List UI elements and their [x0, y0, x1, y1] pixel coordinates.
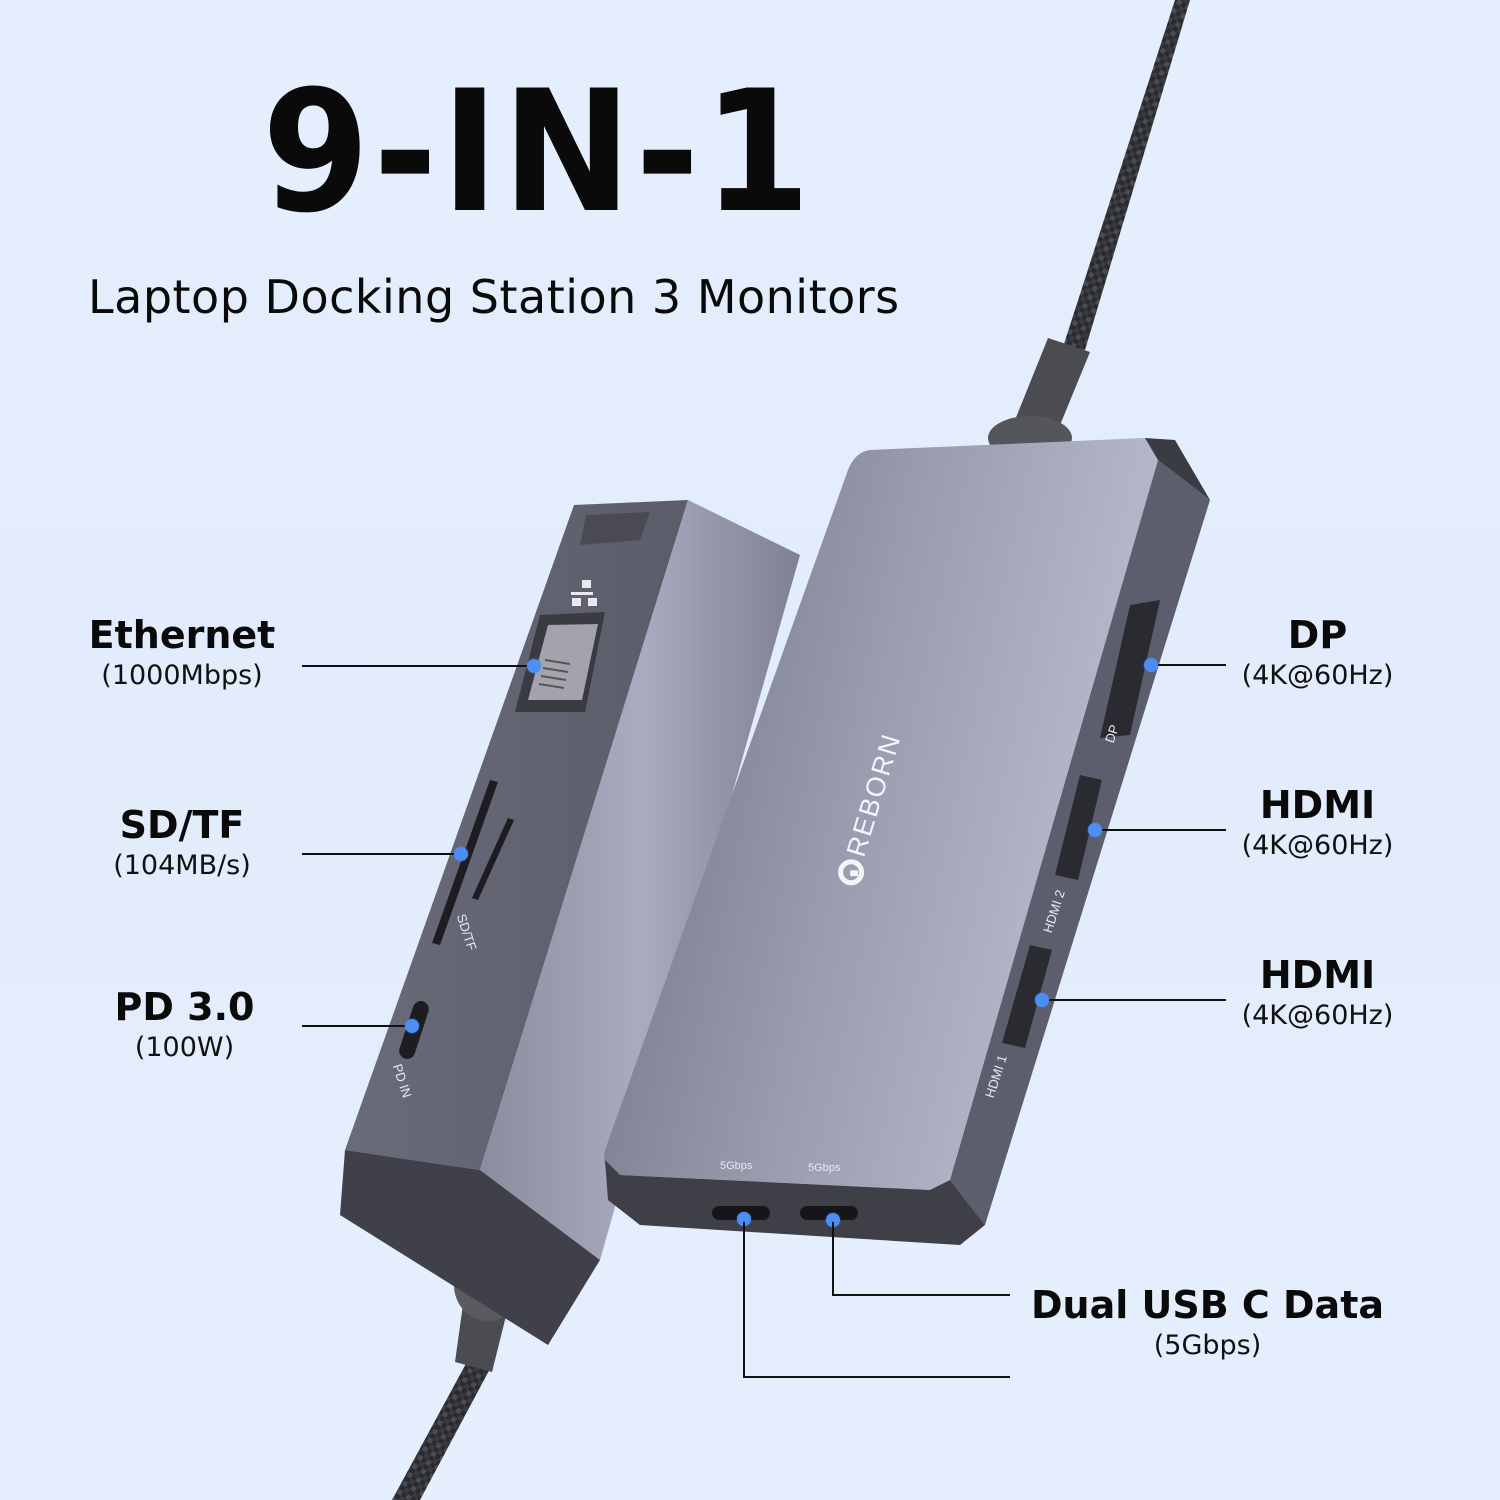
front-unit [604, 438, 1210, 1245]
callout-ethernet-name: Ethernet [88, 613, 276, 657]
leader-line-usbc-b-horizontal [832, 1294, 1010, 1296]
callout-dual-usbc-name: Dual USB C Data [1030, 1283, 1385, 1327]
callout-ethernet: Ethernet (1000Mbps) [62, 612, 302, 694]
callout-dp-spec: (4K@60Hz) [1241, 660, 1394, 691]
callout-pd: PD 3.0 (100W) [62, 984, 307, 1066]
callout-dp-name: DP [1287, 613, 1348, 657]
marker-dot-usbc-b [826, 1213, 840, 1227]
leader-line-pd [302, 1025, 410, 1027]
marker-dot-usbc-a [737, 1212, 751, 1226]
callout-pd-name: PD 3.0 [114, 985, 255, 1029]
callout-hdmi-1: HDMI (4K@60Hz) [1215, 952, 1420, 1034]
reborn-logo-icon [837, 859, 864, 886]
marker-dot-ethernet [527, 659, 541, 673]
callout-hdmi-2-spec: (4K@60Hz) [1241, 830, 1394, 861]
usbc-port-b-label: 5Gbps [808, 1162, 841, 1174]
callout-hdmi-2: HDMI (4K@60Hz) [1215, 782, 1420, 864]
callout-sd-tf-name: SD/TF [119, 803, 245, 847]
leader-line-usbc-b-vertical [832, 1222, 834, 1296]
leader-line-hdmi-1 [1044, 999, 1226, 1001]
subtitle: Laptop Docking Station 3 Monitors [88, 270, 900, 324]
callout-dual-usbc: Dual USB C Data (5Gbps) [1030, 1282, 1385, 1364]
callout-hdmi-1-name: HDMI [1259, 953, 1376, 997]
callout-pd-spec: (100W) [134, 1032, 235, 1063]
marker-dot-sd-tf [454, 847, 468, 861]
callout-dual-usbc-spec: (5Gbps) [1153, 1330, 1262, 1361]
back-unit [340, 500, 800, 1345]
usbc-port-a-label: 5Gbps [720, 1160, 753, 1172]
callout-dp: DP (4K@60Hz) [1215, 612, 1420, 694]
callout-sd-tf-spec: (104MB/s) [113, 850, 251, 881]
marker-dot-hdmi-1 [1035, 993, 1049, 1007]
leader-line-hdmi-2 [1097, 829, 1226, 831]
marker-dot-dp [1144, 658, 1158, 672]
callout-hdmi-2-name: HDMI [1259, 783, 1376, 827]
marker-dot-hdmi-2 [1088, 823, 1102, 837]
callout-sd-tf: SD/TF (104MB/s) [62, 802, 302, 884]
marker-dot-pd [405, 1019, 419, 1033]
leader-line-dp [1152, 664, 1226, 666]
leader-line-usbc-a-vertical [743, 1222, 745, 1378]
headline: 9-IN-1 [262, 54, 815, 250]
top-cable [988, 0, 1190, 460]
callout-hdmi-1-spec: (4K@60Hz) [1241, 1000, 1394, 1031]
callout-ethernet-spec: (1000Mbps) [101, 660, 263, 691]
leader-line-sd-tf [302, 853, 460, 855]
leader-line-usbc-a-horizontal [743, 1376, 1010, 1378]
leader-line-ethernet [302, 665, 534, 667]
ethernet-icon [571, 580, 597, 606]
